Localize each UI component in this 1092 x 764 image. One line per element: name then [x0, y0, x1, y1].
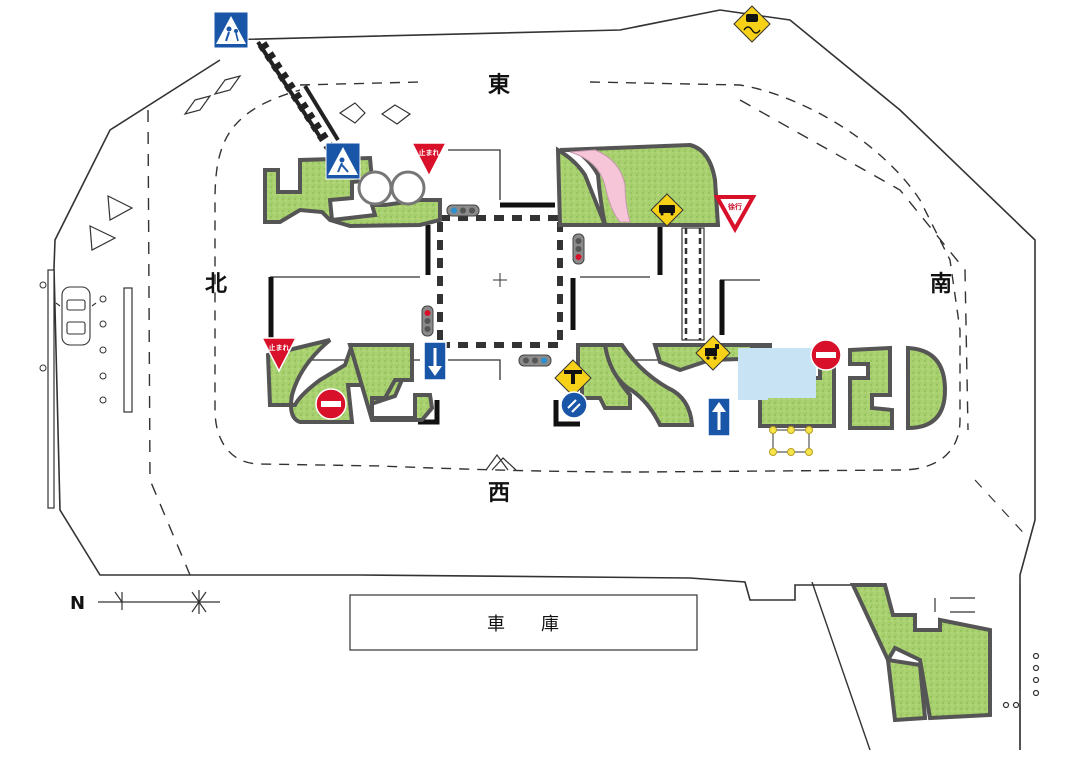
road-edge-west	[147, 109, 191, 576]
railway-warning-sign	[695, 335, 731, 371]
traffic-light-horizontal	[518, 354, 552, 367]
road-edge-southeast	[974, 479, 1031, 541]
central-intersection	[437, 215, 563, 348]
course-loop	[214, 81, 961, 473]
pink-path	[569, 149, 631, 223]
diamond-markings	[183, 74, 412, 125]
stop-sign-label: 止まれ	[269, 343, 290, 352]
parking-area	[39, 269, 133, 509]
double-circle-markings	[357, 170, 426, 206]
kerbs	[268, 202, 725, 427]
slow-down-sign-label: 徐行	[727, 202, 742, 211]
pedestrian-crossing-sign	[325, 142, 361, 180]
stop-sign: 止まれ	[260, 337, 298, 373]
compass-label: N	[70, 593, 85, 614]
outer-boundary	[53, 9, 1036, 750]
direction-north: 北	[205, 272, 227, 297]
triangle-markings	[89, 194, 134, 251]
direction-indicator-sign	[560, 391, 588, 419]
direction-west: 西	[488, 481, 510, 506]
traffic-light-horizontal	[446, 204, 480, 217]
stop-sign: 止まれ	[410, 142, 448, 178]
warning-sign	[650, 193, 684, 227]
selection-box	[769, 426, 813, 456]
misc-markings	[934, 597, 1040, 709]
no-entry-sign	[810, 339, 842, 371]
road-edge-east	[739, 99, 969, 431]
slow-down-sign: 徐行	[713, 195, 757, 234]
railway-crossing	[681, 227, 705, 341]
pedestrian-crossing-sign	[213, 11, 249, 49]
mountain-icon	[485, 453, 517, 471]
direction-east: 東	[488, 73, 510, 98]
compass: N	[70, 590, 220, 614]
direction-south: 南	[930, 272, 952, 297]
garage-box	[349, 594, 698, 651]
outer-boundary-west	[53, 267, 853, 601]
traffic-light-vertical	[572, 233, 585, 265]
grass-islands	[263, 142, 992, 723]
stop-sign-label: 止まれ	[419, 148, 440, 157]
one-way-up-sign	[707, 397, 731, 437]
pond-edge	[738, 380, 768, 400]
outer-boundary-south	[811, 581, 871, 751]
no-entry-sign	[315, 388, 347, 420]
traffic-light-vertical	[421, 305, 434, 337]
garage-label: 車 庫	[487, 614, 559, 635]
slippery-road-sign	[733, 5, 771, 43]
car-icon	[55, 286, 97, 346]
one-way-down-sign	[423, 341, 447, 381]
crosswalk-diagonal	[256, 40, 340, 151]
